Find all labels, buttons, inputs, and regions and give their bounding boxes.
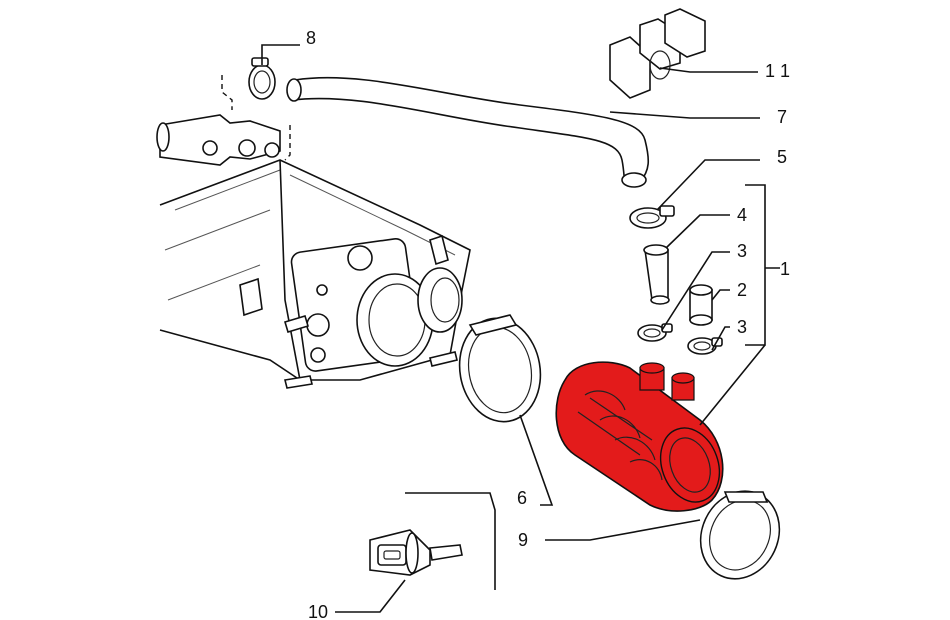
leader-3b — [711, 326, 730, 351]
leader-4 — [665, 214, 730, 249]
sensor-connector-10 — [369, 492, 496, 590]
callout-2: 2 — [737, 280, 747, 300]
hose-clamp-3-left — [637, 323, 673, 342]
hose-stub-4 — [643, 244, 670, 305]
callout-6: 6 — [517, 488, 527, 508]
callout-1: 1 — [780, 259, 790, 279]
leader-5 — [656, 159, 760, 211]
callout-5: 5 — [777, 147, 787, 167]
leader-3a — [661, 251, 730, 331]
callout-7: 7 — [777, 107, 787, 127]
hose-sleeve-2 — [689, 284, 713, 326]
leader-11 — [659, 67, 758, 73]
leader-1 — [699, 184, 780, 426]
hose-clamp-small-8 — [248, 57, 276, 100]
leader-8 — [261, 44, 300, 65]
leader-6 — [519, 414, 554, 506]
callout-labels: 8 1 1 7 5 4 3 1 2 3 6 9 10 — [306, 28, 790, 620]
breather-hose-7 — [286, 76, 650, 188]
leader-10 — [335, 579, 406, 613]
hose-clip-double-11 — [609, 8, 706, 99]
duct-outlet — [659, 427, 721, 503]
leader-2 — [711, 289, 730, 301]
throttle-body-assembly — [159, 159, 471, 389]
hose-clamp-large-9 — [699, 490, 781, 580]
callout-4: 4 — [737, 205, 747, 225]
callout-8: 8 — [306, 28, 316, 48]
callout-3-upper: 3 — [737, 241, 747, 261]
hose-clamp-large-6 — [458, 314, 542, 423]
air-temperature-sensor — [156, 75, 291, 166]
air-intake-duct-1 — [555, 361, 724, 512]
duct-port-right-end — [671, 372, 695, 384]
callout-3-lower: 3 — [737, 317, 747, 337]
leader-9 — [545, 519, 701, 541]
leader-lines — [261, 44, 780, 613]
callout-11: 1 1 — [765, 61, 790, 81]
hose-clamp-3-right — [687, 337, 723, 355]
callout-9: 9 — [518, 530, 528, 550]
duct-port-left-end — [639, 362, 665, 374]
callout-10: 10 — [308, 602, 328, 620]
hose-clamp-5 — [629, 205, 675, 229]
leader-7 — [609, 111, 760, 119]
